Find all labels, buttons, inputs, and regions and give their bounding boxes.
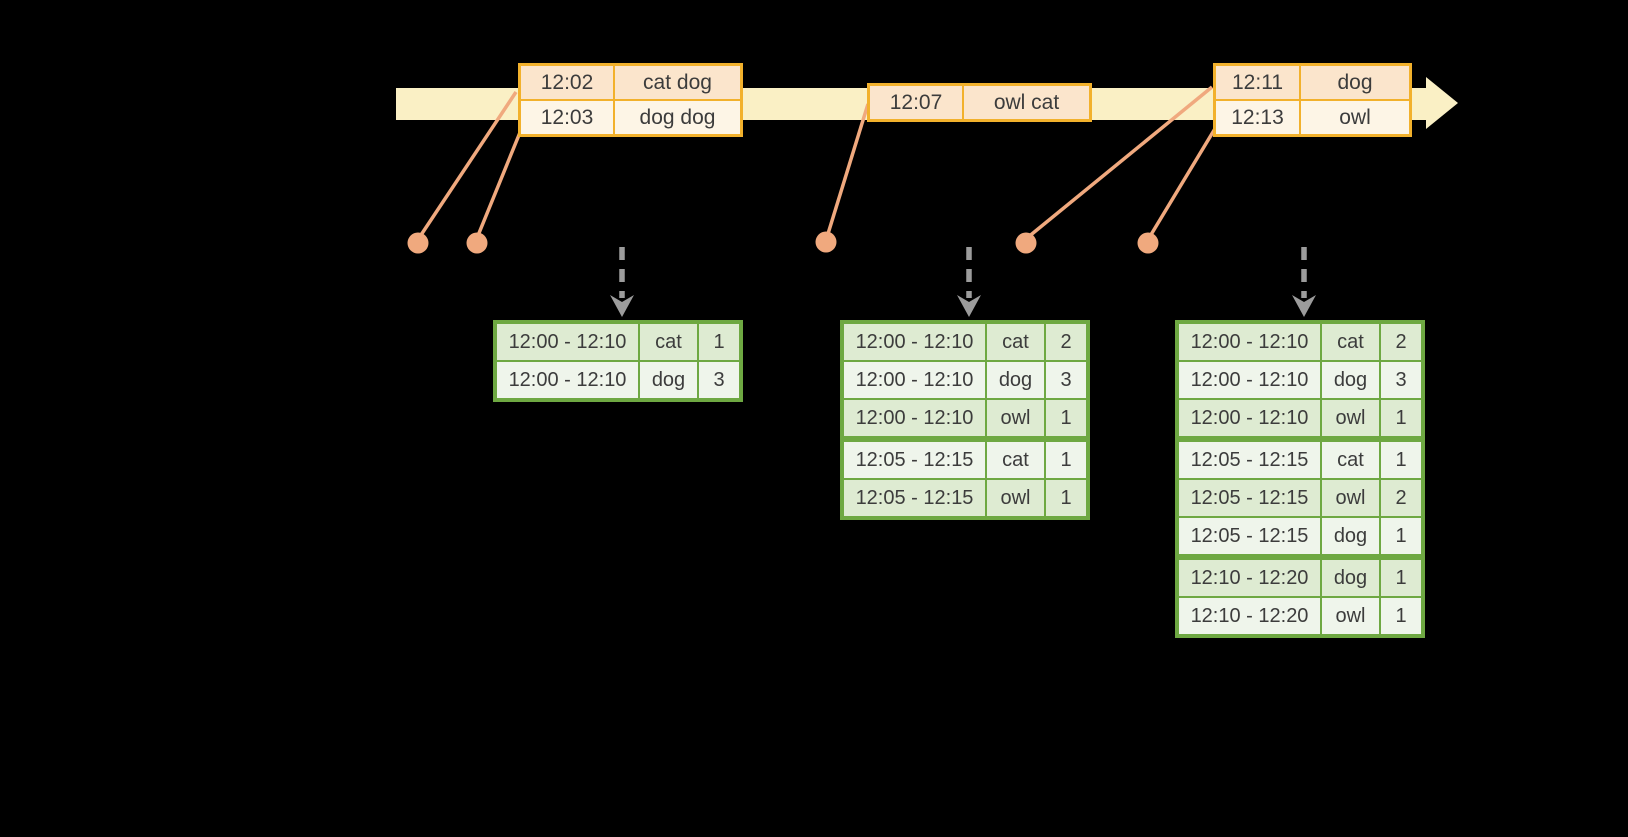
word-cell: cat: [1320, 436, 1381, 480]
result-row: 12:00 - 12:10 dog 3: [841, 360, 1089, 400]
word-cell: owl: [1320, 596, 1381, 637]
result-row: 12:00 - 12:10 cat 1: [494, 321, 742, 362]
window-cell: 12:00 - 12:10: [1176, 398, 1322, 440]
result-row: 12:05 - 12:15 owl 2: [1176, 478, 1424, 518]
window-cell: 12:00 - 12:10: [494, 321, 640, 362]
window-cell: 12:05 - 12:15: [841, 436, 987, 480]
event-time-dot: [407, 232, 429, 254]
word-cell: cat: [638, 321, 699, 362]
trigger-arrowhead-icon: [957, 295, 981, 317]
event-connector-line: [825, 103, 870, 238]
result-row: 12:05 - 12:15 dog 1: [1176, 516, 1424, 558]
count-cell: 1: [1379, 516, 1424, 558]
word-cell: dog: [985, 360, 1046, 400]
word-cell: dog: [1320, 360, 1381, 400]
result-row: 12:10 - 12:20 owl 1: [1176, 596, 1424, 637]
event-row: 12:02 cat dog: [518, 63, 743, 101]
event-time-dot: [1015, 232, 1037, 254]
result-row: 12:00 - 12:10 dog 3: [1176, 360, 1424, 400]
result-row: 12:05 - 12:15 owl 1: [841, 478, 1089, 519]
word-cell: dog: [638, 360, 699, 401]
word-cell: cat: [1320, 321, 1381, 362]
event-time-dot: [1137, 232, 1159, 254]
result-table-2: 12:00 - 12:10 cat 2 12:00 - 12:10 dog 3 …: [840, 320, 1090, 520]
event-time-cell: 12:13: [1213, 99, 1301, 137]
event-batch-table-1: 12:02 cat dog 12:03 dog dog: [518, 63, 743, 137]
window-cell: 12:00 - 12:10: [494, 360, 640, 401]
window-cell: 12:00 - 12:10: [841, 398, 987, 440]
event-words-cell: dog dog: [613, 99, 743, 137]
event-time-dots: [407, 231, 1159, 254]
result-row: 12:05 - 12:15 cat 1: [1176, 436, 1424, 480]
window-cell: 12:05 - 12:15: [1176, 436, 1322, 480]
trigger-arrow-heads: [610, 295, 1316, 317]
trigger-arrowhead-icon: [610, 295, 634, 317]
event-words-cell: cat dog: [613, 63, 743, 101]
event-row: 12:07 owl cat: [867, 83, 1092, 122]
event-row: 12:13 owl: [1213, 99, 1412, 137]
window-cell: 12:00 - 12:10: [1176, 360, 1322, 400]
word-cell: owl: [985, 478, 1046, 519]
window-cell: 12:05 - 12:15: [1176, 516, 1322, 558]
word-cell: dog: [1320, 516, 1381, 558]
result-row: 12:00 - 12:10 owl 1: [1176, 398, 1424, 440]
event-time-cell: 12:07: [867, 83, 964, 122]
count-cell: 2: [1379, 321, 1424, 362]
count-cell: 1: [1379, 436, 1424, 480]
event-connector-line: [1147, 126, 1218, 239]
event-row: 12:11 dog: [1213, 63, 1412, 101]
window-cell: 12:00 - 12:10: [841, 321, 987, 362]
result-row: 12:00 - 12:10 dog 3: [494, 360, 742, 401]
timeline-arrowhead-icon: [1426, 77, 1458, 129]
event-time-cell: 12:03: [518, 99, 615, 137]
event-time-cell: 12:11: [1213, 63, 1301, 101]
word-cell: cat: [985, 321, 1046, 362]
count-cell: 1: [1379, 398, 1424, 440]
count-cell: 1: [1379, 596, 1424, 637]
event-connector-line: [475, 129, 523, 239]
event-batch-table-3: 12:11 dog 12:13 owl: [1213, 63, 1412, 137]
result-row: 12:00 - 12:10 cat 2: [1176, 321, 1424, 362]
window-cell: 12:00 - 12:10: [841, 360, 987, 400]
window-cell: 12:05 - 12:15: [1176, 478, 1322, 518]
count-cell: 1: [1044, 436, 1089, 480]
word-cell: dog: [1320, 554, 1381, 598]
result-table-1: 12:00 - 12:10 cat 1 12:00 - 12:10 dog 3: [493, 320, 743, 402]
event-time-dot: [466, 232, 488, 254]
count-cell: 3: [1044, 360, 1089, 400]
count-cell: 1: [1379, 554, 1424, 598]
result-row: 12:05 - 12:15 cat 1: [841, 436, 1089, 480]
window-cell: 12:10 - 12:20: [1176, 596, 1322, 637]
event-time-cell: 12:02: [518, 63, 615, 101]
count-cell: 3: [697, 360, 742, 401]
count-cell: 1: [1044, 478, 1089, 519]
result-row: 12:00 - 12:10 cat 2: [841, 321, 1089, 362]
window-cell: 12:00 - 12:10: [1176, 321, 1322, 362]
window-cell: 12:10 - 12:20: [1176, 554, 1322, 598]
count-cell: 1: [1044, 398, 1089, 440]
word-cell: owl: [1320, 478, 1381, 518]
count-cell: 1: [697, 321, 742, 362]
result-row: 12:00 - 12:10 owl 1: [841, 398, 1089, 440]
count-cell: 2: [1044, 321, 1089, 362]
event-row: 12:03 dog dog: [518, 99, 743, 137]
event-words-cell: dog: [1299, 63, 1412, 101]
word-cell: owl: [985, 398, 1046, 440]
event-words-cell: owl cat: [962, 83, 1092, 122]
word-cell: owl: [1320, 398, 1381, 440]
word-cell: cat: [985, 436, 1046, 480]
window-cell: 12:05 - 12:15: [841, 478, 987, 519]
count-cell: 2: [1379, 478, 1424, 518]
trigger-arrow-shafts: [619, 247, 1307, 298]
event-time-dot: [815, 231, 837, 253]
result-row: 12:10 - 12:20 dog 1: [1176, 554, 1424, 598]
event-words-cell: owl: [1299, 99, 1412, 137]
event-batch-table-2: 12:07 owl cat: [867, 83, 1092, 122]
trigger-arrowhead-icon: [1292, 295, 1316, 317]
count-cell: 3: [1379, 360, 1424, 400]
result-table-3: 12:00 - 12:10 cat 2 12:00 - 12:10 dog 3 …: [1175, 320, 1425, 638]
